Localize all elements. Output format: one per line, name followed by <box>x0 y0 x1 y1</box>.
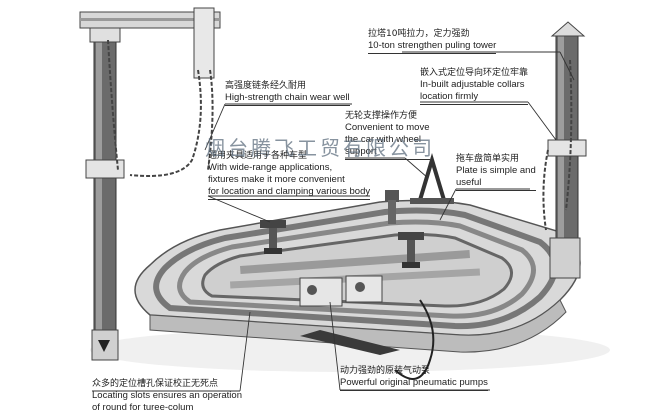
callout-pumps-zh: 动力强劲的原装气动泵 <box>340 366 431 376</box>
callout-chain: 高强度链条经久耐用 High-strength chain wear well <box>225 80 350 106</box>
callout-slots-en2: of round for turee-colum <box>92 402 194 413</box>
callout-collars-en2: location firmly <box>420 91 529 105</box>
callout-plate-en2: useful <box>456 177 536 191</box>
air-hose <box>394 299 435 380</box>
callout-collars-zh: 嵌入式定位导向环定位牢靠 <box>420 68 529 78</box>
company-watermark: 烟台腾飞工贸有限公司 <box>205 136 435 160</box>
callout-fixtures-en3: for location and clamping various body <box>208 186 371 200</box>
callout-move-zh: 无轮支撑操作方便 <box>345 111 418 121</box>
right-pulling-tower <box>547 21 587 279</box>
pneumatic-pumps <box>299 275 383 307</box>
callout-fixtures-zh: 通用夹具适用于各种车型 <box>208 151 308 161</box>
callout-move-en1: Convenient to move <box>345 122 430 133</box>
tower-top-arm <box>79 7 221 79</box>
callout-move-en3: support <box>345 146 430 160</box>
callout-tower-en: 10-ton strengthen puling tower <box>368 40 497 54</box>
callout-pumps: 动力强劲的原装气动泵 Powerful original pneumatic p… <box>340 365 488 391</box>
callout-chain-en: High-strength chain wear well <box>225 92 350 106</box>
callout-plate-zh: 拖车盘简单实用 <box>456 154 520 164</box>
callout-pumps-en: Powerful original pneumatic pumps <box>340 377 488 391</box>
callout-plate: 拖车盘简单实用 Plate is simple and useful <box>456 153 536 191</box>
callout-plate-en1: Plate is simple and <box>456 165 536 176</box>
right-tower-chains <box>542 59 573 231</box>
callout-slots-zh: 众多的定位槽孔保证校正无死点 <box>92 379 219 389</box>
callout-collars: 嵌入式定位导向环定位牢靠 In-built adjustable collars… <box>420 67 529 105</box>
callout-move: 无轮支撑操作方便 Convenient to move the car with… <box>345 110 430 160</box>
callout-slots-en1: Locating slots ensures an operation <box>92 390 242 401</box>
support-leg <box>300 330 400 355</box>
callout-tower: 拉塔10吨拉力，定力强劲 10-ton strengthen puling to… <box>368 28 497 54</box>
callout-tower-zh: 拉塔10吨拉力，定力强劲 <box>368 29 470 39</box>
callout-fixtures: 通用夹具适用于各种车型 With wide-range applications… <box>208 150 371 200</box>
clamps <box>260 190 424 268</box>
left-pulling-tower <box>85 39 125 361</box>
callout-collars-en1: In-built adjustable collars <box>420 79 525 90</box>
pulling-chains <box>107 39 214 177</box>
callout-chain-zh: 高强度链条经久耐用 <box>225 81 307 91</box>
callout-slots: 众多的定位槽孔保证校正无死点 Locating slots ensures an… <box>92 378 242 414</box>
callout-move-en2: the car with wheel <box>345 134 422 145</box>
callout-fixtures-en1: With wide-range applications, <box>208 162 333 173</box>
wheel-support-frame <box>418 153 446 201</box>
callout-leader-lines <box>92 51 575 392</box>
callout-fixtures-en2: fixtures make it more convenient <box>208 174 345 185</box>
